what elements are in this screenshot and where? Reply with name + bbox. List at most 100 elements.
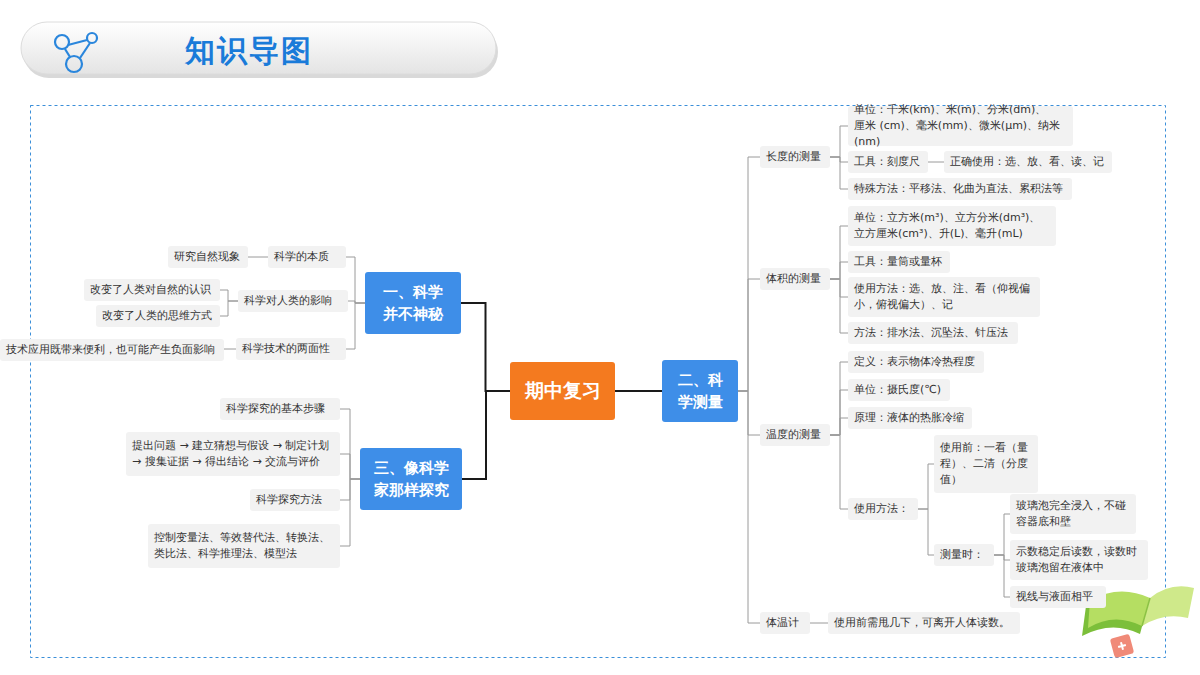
node-text: 科学探究的基本步骤 — [226, 401, 325, 417]
branch-connector — [462, 391, 510, 479]
topic-box: 使用方法： — [848, 498, 918, 520]
node-text: 研究自然现象 — [174, 249, 240, 265]
node-text: 科学技术的两面性 — [242, 341, 330, 357]
topic-box: 使用前需甩几下，可离开人体读数。 — [828, 612, 1020, 634]
topic-box: 提出问题 → 建立猜想与假设 → 制定计划 → 搜集证据 → 得出结论 → 交流… — [126, 432, 340, 476]
node-text: 科学的本质 — [274, 249, 329, 265]
branch-connector — [224, 349, 236, 350]
node-text: 一、科学 并不神秘 — [369, 281, 457, 326]
topic-box: 原理：液体的热胀冷缩 — [848, 407, 972, 429]
topic-box: 特殊方法：平移法、化曲为直法、累积法等 — [848, 178, 1072, 200]
topic-box: 改变了人类对自然的认识 — [84, 279, 220, 301]
node-text: 使用方法：选、放、注、看（仰视偏 小，俯视偏大）、记 — [854, 281, 1034, 313]
branch-connector — [830, 362, 848, 435]
node-text: 示数稳定后读数，读数时 玻璃泡留在液体中 — [1016, 544, 1142, 576]
topic-box: 定义：表示物体冷热程度 — [848, 351, 984, 373]
node-text: 工具：量筒或量杯 — [854, 254, 942, 270]
node-text: 科学探究方法 — [256, 492, 322, 508]
topic-box: 玻璃泡完全浸入，不碰 容器底和壁 — [1010, 494, 1136, 534]
branch-connector — [994, 514, 1010, 555]
frame-border — [31, 106, 1166, 658]
branch-connector — [830, 279, 848, 297]
node-text: 使用方法： — [854, 501, 909, 517]
header-icon — [55, 33, 97, 72]
node-text: 单位：摄氏度(℃) — [854, 382, 941, 398]
branch-topic: 三、像科学 家那样探究 — [360, 448, 462, 510]
topic-box: 改变了人类的思维方式 — [96, 305, 220, 327]
node-text: 长度的测量 — [766, 149, 821, 165]
branch-connector — [830, 279, 848, 333]
branch-connector — [830, 157, 848, 162]
topic-box: 技术应用既带来便利，也可能产生负面影响 — [0, 339, 224, 361]
node-text: 期中复习 — [525, 377, 601, 405]
topic-box: 体温计 — [760, 612, 810, 634]
branch-connector — [810, 623, 828, 624]
branch-connector — [248, 257, 268, 258]
branch-connector — [340, 479, 360, 546]
topic-box: 工具：量筒或量杯 — [848, 251, 950, 273]
branch-connector — [830, 418, 848, 435]
topic-box: 使用方法：选、放、注、看（仰视偏 小，俯视偏大）、记 — [848, 277, 1040, 317]
icon-node — [66, 56, 82, 72]
node-text: 技术应用既带来便利，也可能产生负面影响 — [6, 342, 215, 358]
node-text: 玻璃泡完全浸入，不碰 容器底和壁 — [1016, 498, 1130, 530]
topic-box: 控制变量法、等效替代法、转换法、 类比法、科学推理法、模型法 — [148, 524, 340, 568]
node-text: 使用前需甩几下，可离开人体读数。 — [834, 615, 1010, 631]
central-topic: 期中复习 — [510, 362, 615, 420]
topic-box: 视线与液面相平 — [1010, 586, 1106, 608]
topic-box: 方法：排水法、沉坠法、针压法 — [848, 322, 1018, 344]
node-text: 特殊方法：平移法、化曲为直法、累积法等 — [854, 181, 1063, 197]
topic-box: 示数稳定后读数，读数时 玻璃泡留在液体中 — [1010, 540, 1148, 580]
node-text: 原理：液体的热胀冷缩 — [854, 410, 964, 426]
topic-box: 科学的本质 — [268, 246, 346, 268]
node-text: 工具：刻度尺 — [854, 154, 920, 170]
node-text: 体积的测量 — [766, 271, 821, 287]
topic-box: 体积的测量 — [760, 268, 830, 290]
book-spine — [1142, 598, 1150, 626]
branch-connector — [918, 464, 934, 509]
branch-connector — [220, 301, 238, 316]
branch-connector — [830, 390, 848, 435]
topic-box: 使用前：一看（量 程）、二清（分度 值） — [934, 435, 1038, 493]
branch-connector — [830, 435, 848, 509]
node-text: 体温计 — [766, 615, 799, 631]
branch-connector — [340, 409, 360, 479]
node-text: 视线与液面相平 — [1016, 589, 1093, 605]
icon-node — [55, 35, 69, 49]
node-text: 二、科 学测量 — [666, 369, 734, 414]
icon-node — [87, 33, 97, 43]
branch-topic: 一、科学 并不神秘 — [365, 272, 461, 334]
branch-connector — [346, 257, 365, 303]
node-text: 单位：立方米(m³)、立方分米(dm³)、 立方厘米(cm³)、升(L)、毫升(… — [854, 210, 1050, 242]
branch-connector — [994, 555, 1010, 560]
node-text: 测量时： — [940, 547, 984, 563]
header-pill — [21, 22, 496, 74]
node-text: 方法：排水法、沉坠法、针压法 — [854, 325, 1008, 341]
topic-box: 正确使用：选、放、看、读、记 — [944, 151, 1112, 173]
branch-connector — [918, 509, 934, 555]
node-text: 使用前：一看（量 程）、二清（分度 值） — [940, 440, 1032, 488]
node-text: 温度的测量 — [766, 427, 821, 443]
node-text: 科学对人类的影响 — [244, 293, 332, 309]
icon-link — [65, 49, 70, 57]
branch-connector — [738, 157, 760, 391]
topic-box: 科学探究的基本步骤 — [220, 398, 340, 420]
branch-topic: 二、科 学测量 — [662, 360, 738, 422]
page-title: 知识导图 — [185, 31, 313, 72]
topic-box: 测量时： — [934, 544, 994, 566]
topic-box: 温度的测量 — [760, 424, 830, 446]
node-text: 三、像科学 家那样探究 — [364, 457, 458, 502]
icon-link — [68, 40, 87, 45]
topic-box: 科学对人类的影响 — [238, 290, 348, 312]
topic-box: 科学技术的两面性 — [236, 338, 346, 360]
node-text: 改变了人类对自然的认识 — [90, 282, 211, 298]
branch-connector — [738, 391, 760, 623]
eraser-block — [1110, 634, 1134, 658]
node-text: 改变了人类的思维方式 — [102, 308, 212, 324]
topic-box: 研究自然现象 — [168, 246, 248, 268]
topic-box: 长度的测量 — [760, 146, 830, 168]
branch-connector — [615, 390, 662, 392]
branch-connector — [830, 226, 848, 279]
